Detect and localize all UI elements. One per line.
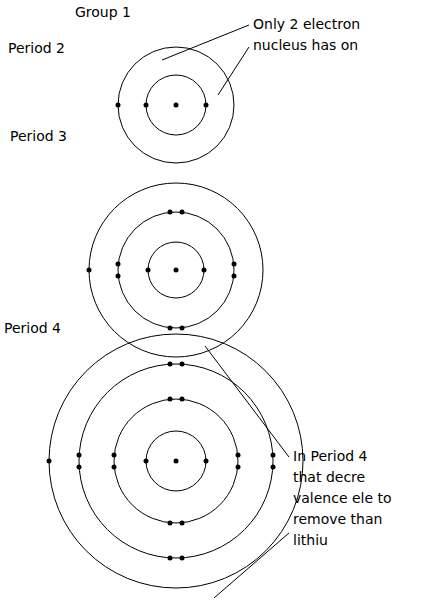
period-label: Period 3 [10,126,67,147]
period-label: Period 4 [4,318,61,339]
callout-note: In Period 4 that decre valence ele to re… [293,446,393,551]
group-label: Group 1 [75,2,131,23]
period-label: Period 2 [8,38,65,59]
callout-note: Only 2 electron nucleus has on [253,14,393,56]
